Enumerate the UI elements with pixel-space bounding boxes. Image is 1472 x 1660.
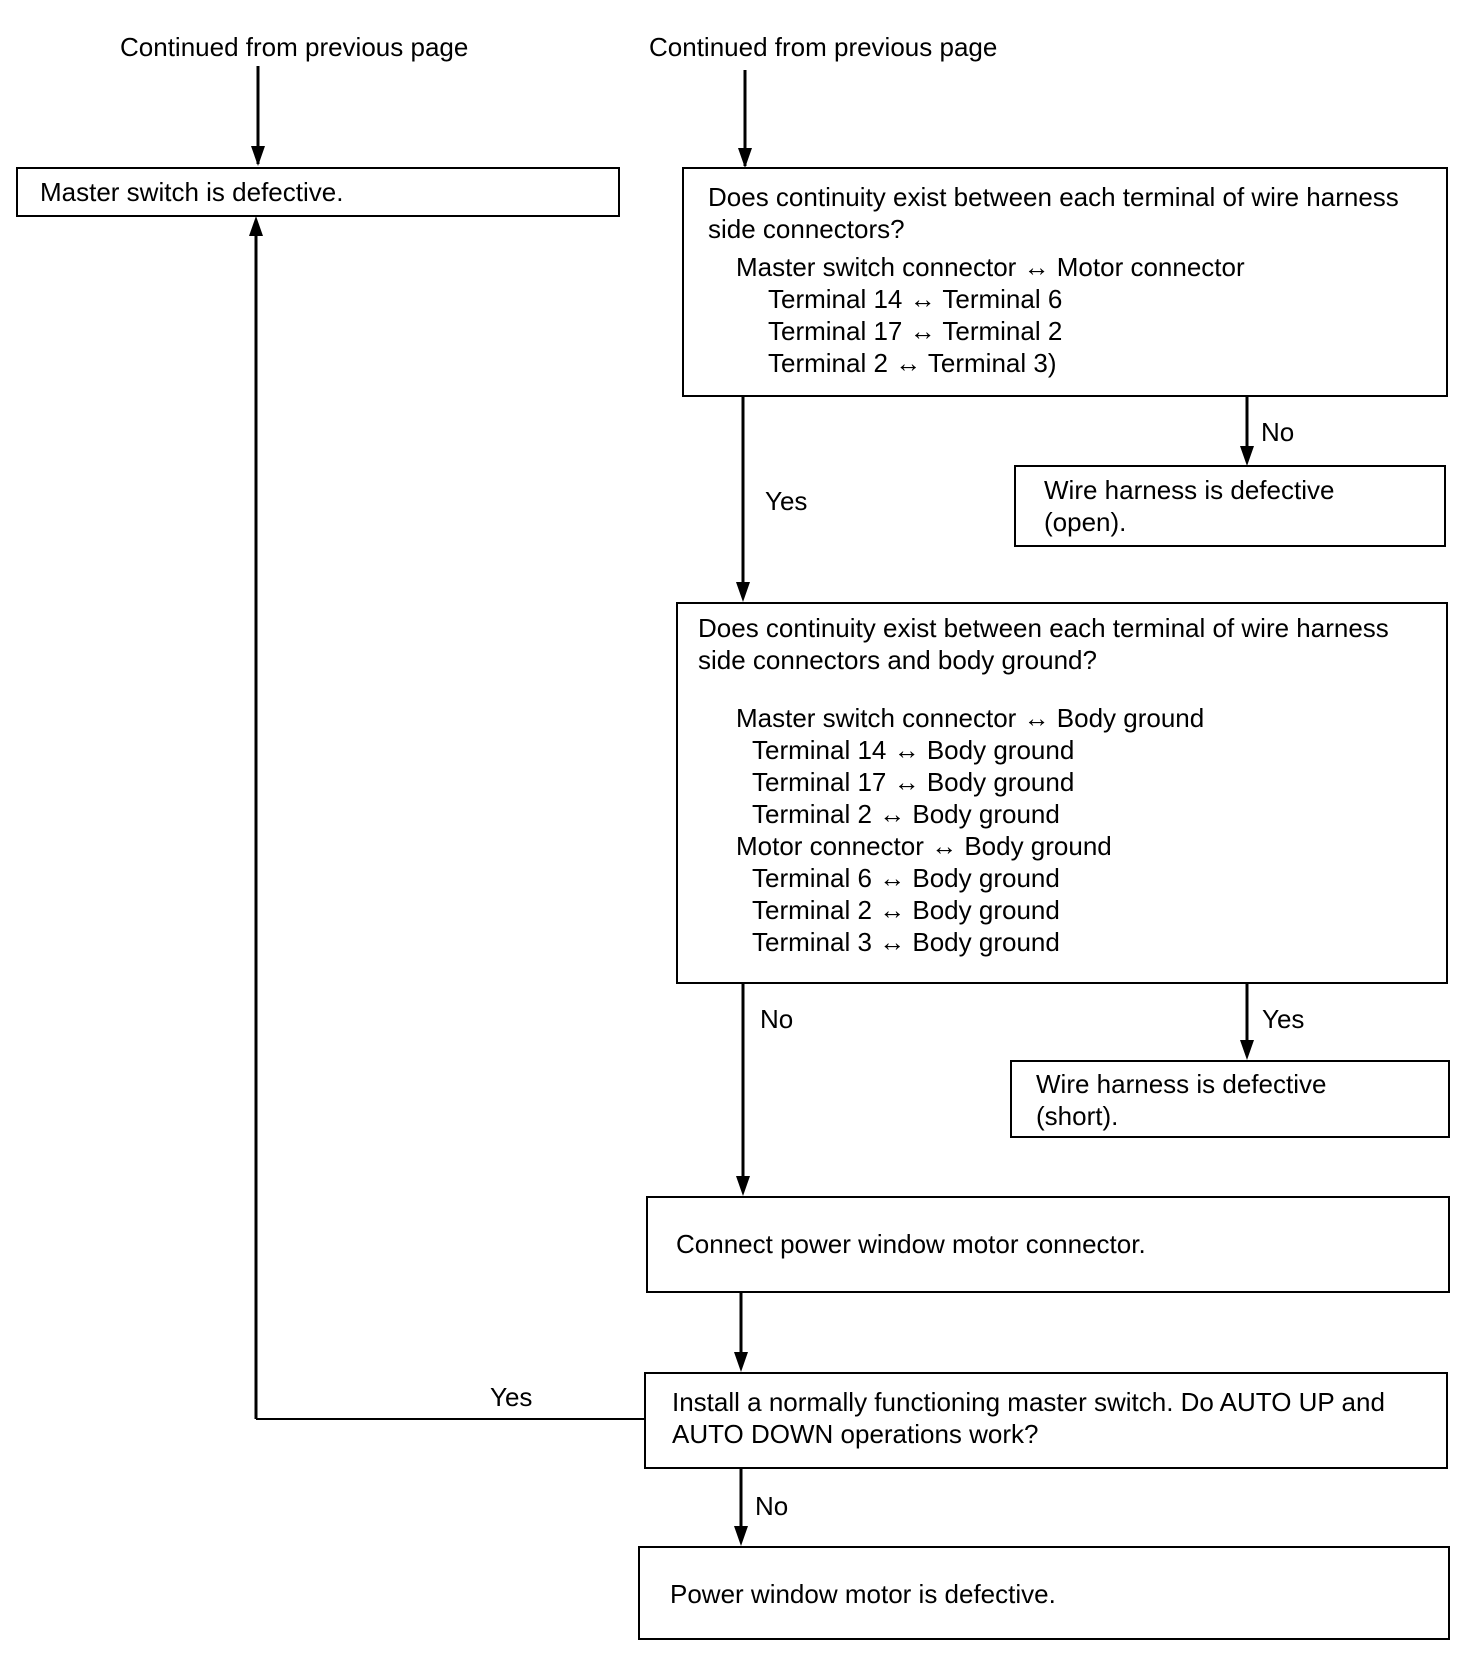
install-line1: Install a normally functioning master sw… <box>672 1387 1385 1417</box>
c1-no-label: No <box>1261 417 1295 447</box>
c1-item-3: Terminal 2 ↔ Terminal 3) <box>768 348 1057 378</box>
install-line2: AUTO DOWN operations work? <box>672 1419 1039 1449</box>
motor-defective-text: Power window motor is defective. <box>670 1579 1056 1609</box>
arrowhead-c1-no <box>1240 446 1254 466</box>
c2-question-line1: Does continuity exist between each termi… <box>698 613 1389 643</box>
c1-item-1: Terminal 14 ↔ Terminal 6 <box>768 284 1063 314</box>
c2-master-item-1: Terminal 14 ↔ Body ground <box>752 735 1075 765</box>
wire-open-line2: (open). <box>1044 507 1127 537</box>
wire-open-line1: Wire harness is defective <box>1044 475 1335 505</box>
wire-short-line1: Wire harness is defective <box>1036 1069 1327 1099</box>
c1-yes-label: Yes <box>765 486 808 516</box>
master-switch-defective-box: Master switch is defective. <box>16 167 620 217</box>
wire-short-line2: (short). <box>1036 1101 1119 1131</box>
c2-motor-item-1: Terminal 6 ↔ Body ground <box>752 863 1060 893</box>
c2-motor-item-3: Terminal 3 ↔ Body ground <box>752 927 1060 957</box>
left-continued-header: Continued from previous page <box>120 32 469 62</box>
install-yes-label: Yes <box>490 1382 533 1412</box>
motor-defective-box: Power window motor is defective. <box>638 1546 1450 1640</box>
c1-question-line2: side connectors? <box>708 214 905 244</box>
c1-pair-heading: Master switch connector ↔ Motor connecto… <box>736 252 1245 282</box>
c1-item-2: Terminal 17 ↔ Terminal 2 <box>768 316 1063 346</box>
arrowhead-c2-yes <box>1240 1040 1254 1060</box>
arrowhead-connect-install <box>734 1352 748 1372</box>
c2-yes-label: Yes <box>1262 1004 1305 1034</box>
right-continued-header: Continued from previous page <box>649 32 998 62</box>
arrowhead-c2-no <box>736 1176 750 1196</box>
c2-motor-item-2: Terminal 2 ↔ Body ground <box>752 895 1060 925</box>
c2-master-item-3: Terminal 2 ↔ Body ground <box>752 799 1060 829</box>
c2-master-item-2: Terminal 17 ↔ Body ground <box>752 767 1075 797</box>
arrowhead-right-header <box>738 148 752 168</box>
continuity-check-box-2: Does continuity exist between each termi… <box>676 602 1448 984</box>
arrowhead-c1-yes <box>736 582 750 602</box>
install-no-label: No <box>755 1491 789 1521</box>
install-master-switch-box: Install a normally functioning master sw… <box>644 1372 1448 1469</box>
connect-motor-connector-box: Connect power window motor connector. <box>646 1196 1450 1293</box>
c2-no-label: No <box>760 1004 794 1034</box>
arrowhead-left-header <box>251 146 265 166</box>
arrowhead-install-yes <box>249 216 263 236</box>
master-switch-defective-text: Master switch is defective. <box>40 177 344 207</box>
wire-harness-open-box: Wire harness is defective (open). <box>1014 465 1446 547</box>
c1-question-line1: Does continuity exist between each termi… <box>708 182 1399 212</box>
c2-master-heading: Master switch connector ↔ Body ground <box>736 703 1205 733</box>
arrowhead-install-no <box>734 1526 748 1546</box>
connect-motor-text: Connect power window motor connector. <box>676 1229 1146 1259</box>
wire-harness-short-box: Wire harness is defective (short). <box>1010 1060 1450 1138</box>
continuity-check-box-1: Does continuity exist between each termi… <box>682 167 1448 397</box>
c2-question-line2: side connectors and body ground? <box>698 645 1097 675</box>
c2-motor-heading: Motor connector ↔ Body ground <box>736 831 1112 861</box>
